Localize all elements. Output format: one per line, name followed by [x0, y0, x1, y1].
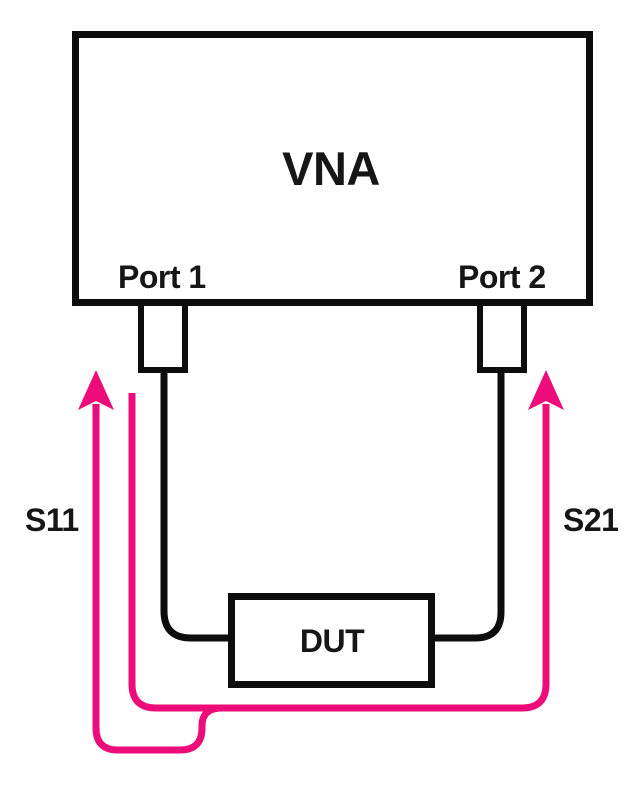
- vna-label: VNA: [282, 142, 380, 195]
- s11-arrowhead-icon: [78, 370, 114, 410]
- s11-signal-path: [92, 404, 223, 754]
- port1-cable: [160, 370, 235, 642]
- port2-label: Port 2: [458, 259, 546, 295]
- dut-box: [228, 593, 435, 688]
- port1-label: Port 1: [118, 259, 206, 295]
- port2-connector: [477, 300, 527, 373]
- s21-label: S21: [563, 502, 618, 538]
- s21-arrowhead-icon: [528, 370, 564, 410]
- s21-signal-path: [128, 393, 550, 712]
- dut-label: DUT: [300, 623, 365, 659]
- s11-label: S11: [25, 502, 79, 538]
- port2-cable: [430, 370, 505, 642]
- vna-box: [72, 31, 593, 306]
- port1-connector: [138, 300, 188, 373]
